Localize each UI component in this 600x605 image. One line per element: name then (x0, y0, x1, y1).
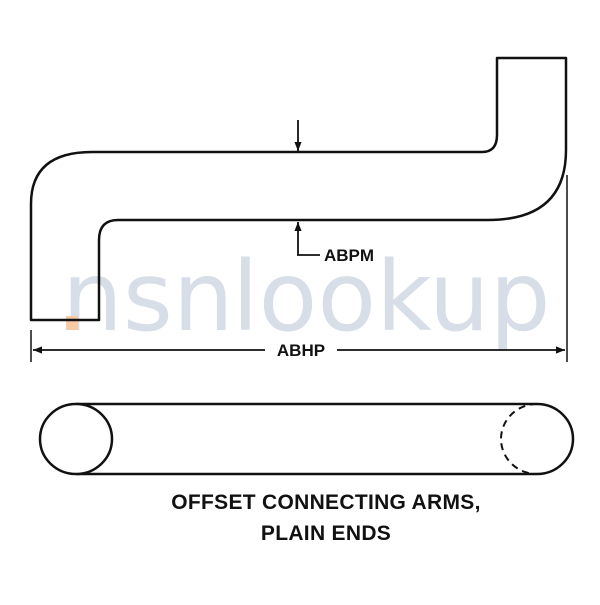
watermark-accent (66, 316, 78, 330)
pipe-outline (29, 56, 568, 322)
watermark-text-nsn: nsn (62, 241, 234, 353)
caption-line-1: OFFSET CONNECTING ARMS, (171, 491, 480, 514)
caption-line-2: PLAIN ENDS (261, 522, 391, 545)
wall-thickness-label: ABPM (324, 246, 374, 265)
watermark-text-lookup: lookup (232, 241, 551, 353)
overall-length-label: ABHP (277, 341, 325, 360)
tube-far-end-hidden-arc (500, 403, 538, 475)
tube-end-view (38, 402, 575, 476)
tube-far-end-visible-arc (536, 402, 575, 476)
tube-near-end-circle (38, 402, 114, 476)
nsnlookup-watermark: nsn lookup (62, 241, 551, 353)
